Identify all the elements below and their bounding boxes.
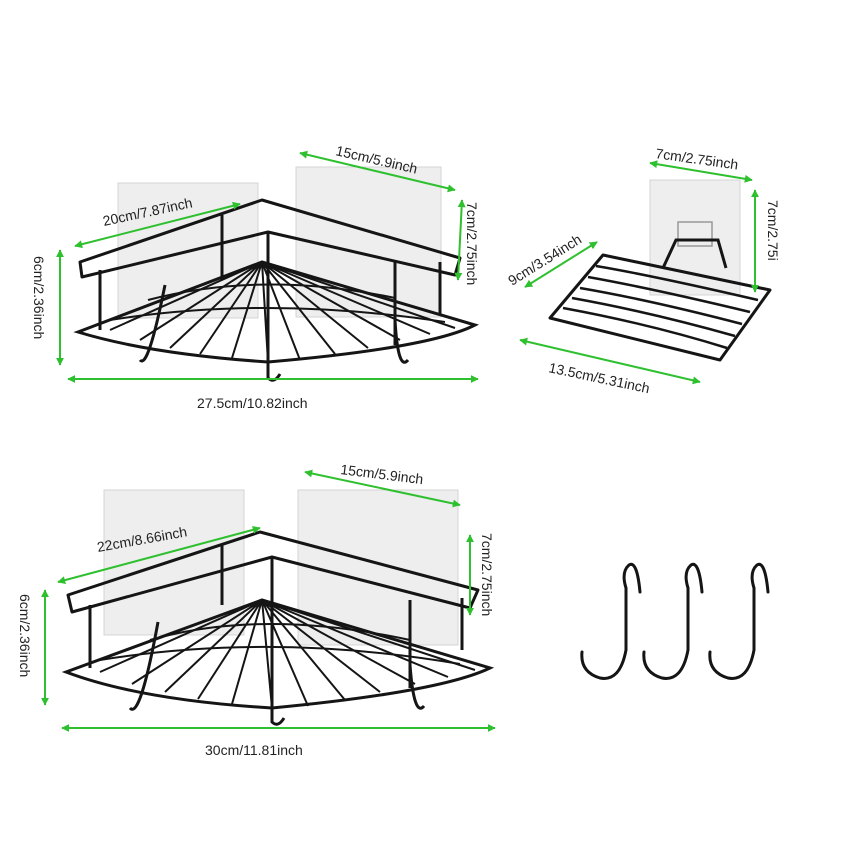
soap-dish-hanger — [661, 238, 728, 269]
large-shelf-height-front-label: 6cm/2.36inch — [17, 594, 33, 677]
corner-shelf-small — [73, 166, 480, 382]
shelf-base — [73, 260, 480, 364]
small-shelf-width-label: 27.5cm/10.82inch — [197, 395, 308, 411]
large-shelf-height-back-label: 7cm/2.75inch — [479, 533, 495, 616]
soap-dish-clip — [677, 221, 713, 247]
s-hook-icon — [580, 562, 642, 680]
dimension-arrows-soap — [519, 160, 759, 385]
small-shelf-height-back-label: 7cm/2.75inch — [464, 202, 480, 285]
s-hook-icon — [708, 562, 770, 680]
soap-dish-width-label: 7cm/2.75inch — [655, 145, 740, 172]
shelf-base-inner — [109, 283, 446, 323]
corner-shelf-large — [61, 489, 495, 726]
soap-dish-height-label: 7cm/2.75i — [765, 200, 781, 261]
soap-dish-length-label: 13.5cm/5.31inch — [547, 359, 651, 396]
soap-dish-frame — [548, 253, 772, 362]
dimension-arrows-small — [56, 150, 479, 383]
adhesive-plate-soap — [649, 179, 741, 296]
soap-dish-depth-label: 9cm/3.54inch — [505, 231, 584, 289]
shelf-base-inner-large — [99, 623, 461, 665]
large-shelf-width-label: 30cm/11.81inch — [205, 742, 303, 758]
shelf-radial-bars — [109, 261, 456, 363]
dimension-arrows-large — [41, 469, 496, 732]
soap-dish — [548, 179, 772, 362]
soap-dish-wires — [562, 264, 759, 350]
s-hooks-group — [580, 562, 770, 680]
small-shelf-height-front-label: 6cm/2.36inch — [31, 256, 47, 339]
large-shelf-side-b-label: 15cm/5.9inch — [340, 461, 425, 487]
adhesive-plate-right-large — [297, 489, 459, 646]
s-hook-icon — [642, 562, 704, 680]
shelf-radial-bars-large — [99, 599, 476, 709]
